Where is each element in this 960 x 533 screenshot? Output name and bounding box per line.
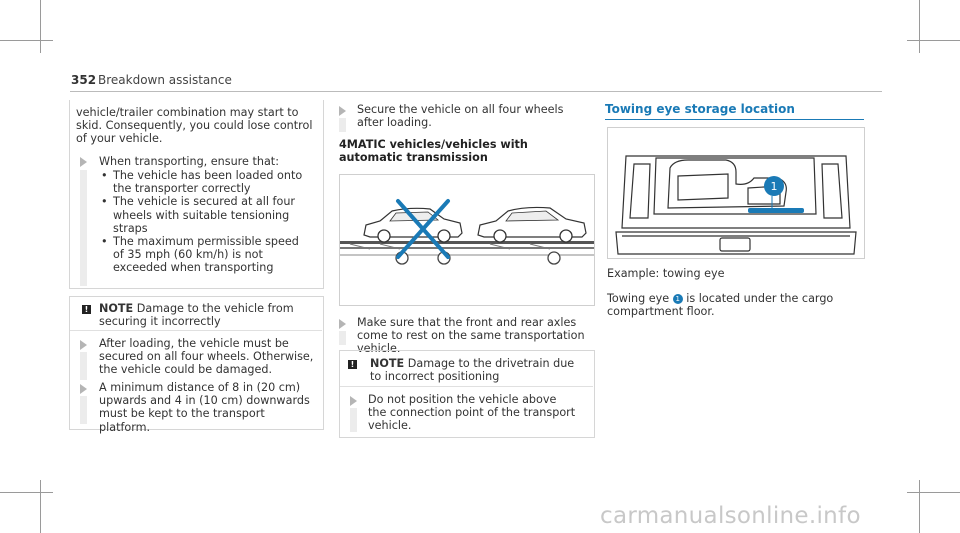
crop-mark: [907, 492, 960, 493]
step-arrow-icon: [339, 319, 346, 329]
step-bar: [80, 170, 87, 286]
watermark: carmanualsonline.info: [600, 503, 861, 529]
step-arrow-icon: [80, 157, 87, 167]
figure-caption: Example: towing eye: [607, 267, 725, 280]
svg-text:1: 1: [771, 180, 778, 193]
heading-underline: [605, 119, 864, 120]
step-after-loading: After loading, the vehicle must be secur…: [99, 337, 314, 377]
step-bar: [339, 118, 346, 132]
transport-illustration: [339, 174, 595, 306]
list-item: The vehicle has been loaded onto the tra…: [101, 169, 313, 195]
step-bar: [350, 408, 357, 432]
step-bar: [80, 396, 87, 424]
note-box: [339, 350, 595, 438]
note-text: NOTE Damage to the vehicle from securing…: [99, 302, 314, 328]
warning-icon: !: [82, 305, 91, 314]
step-arrow-icon: [339, 106, 346, 116]
step-minimum-distance: A minimum distance of 8 in (20 cm) upwar…: [99, 381, 310, 434]
step-when-transporting: When transporting, ensure that:: [99, 155, 279, 168]
cargo-compartment-illustration: 1: [615, 155, 857, 255]
step-bar: [80, 352, 87, 380]
transport-bullet-list: The vehicle has been loaded onto the tra…: [101, 169, 313, 275]
note-text: NOTE Damage to the drivetrain due to inc…: [370, 357, 580, 383]
step-arrow-icon: [350, 396, 357, 406]
crop-mark: [0, 40, 53, 41]
list-item: The vehicle is secured at all four wheel…: [101, 195, 313, 235]
crop-mark: [40, 480, 41, 533]
note-body: Damage to the drivetrain due to incorrec…: [370, 357, 575, 384]
note-body: Damage to the vehicle from securing it i…: [99, 302, 294, 329]
crop-mark: [0, 492, 53, 493]
step-connection-point: Do not position the vehicle above the co…: [368, 393, 576, 433]
step-arrow-icon: [80, 340, 87, 350]
section-title: Breakdown assistance: [98, 73, 232, 87]
step-bar: [339, 331, 346, 345]
towing-eye-text-end: is located under the cargo compartment f…: [607, 292, 834, 319]
note-box: [69, 296, 324, 430]
crop-mark: [919, 0, 920, 53]
note-label: NOTE: [370, 357, 405, 370]
step-arrow-icon: [80, 384, 87, 394]
section-heading-towing-eye: Towing eye storage location: [605, 102, 795, 116]
vehicles-on-transporter-illustration: [340, 199, 594, 265]
towing-eye-text-start: Towing eye: [607, 292, 670, 305]
page-number: 352: [71, 73, 97, 87]
note-label: NOTE: [99, 302, 134, 315]
step-axles-same-vehicle: Make sure that the front and rear axles …: [357, 316, 585, 356]
warning-continuation-box: [69, 100, 324, 289]
note-divider: [70, 330, 322, 331]
list-item: The maximum permissible speed of 35 mph …: [101, 235, 313, 275]
callout-1-icon: 1: [672, 294, 683, 304]
crop-mark: [40, 0, 41, 53]
cargo-floor-illustration: 1: [607, 127, 865, 259]
warning-icon: !: [348, 360, 357, 369]
crop-mark: [919, 480, 920, 533]
step-secure-vehicle: Secure the vehicle on all four wheels af…: [357, 103, 564, 130]
subheading-4matic: 4MATIC vehicles/vehicles with automatic …: [339, 138, 528, 165]
header-divider: [70, 91, 882, 92]
crop-mark: [907, 40, 960, 41]
note-divider: [340, 386, 593, 387]
intro-text: vehicle/trailer combination may start to…: [76, 106, 313, 146]
towing-eye-description: Towing eye 1 is located under the cargo …: [607, 292, 857, 318]
